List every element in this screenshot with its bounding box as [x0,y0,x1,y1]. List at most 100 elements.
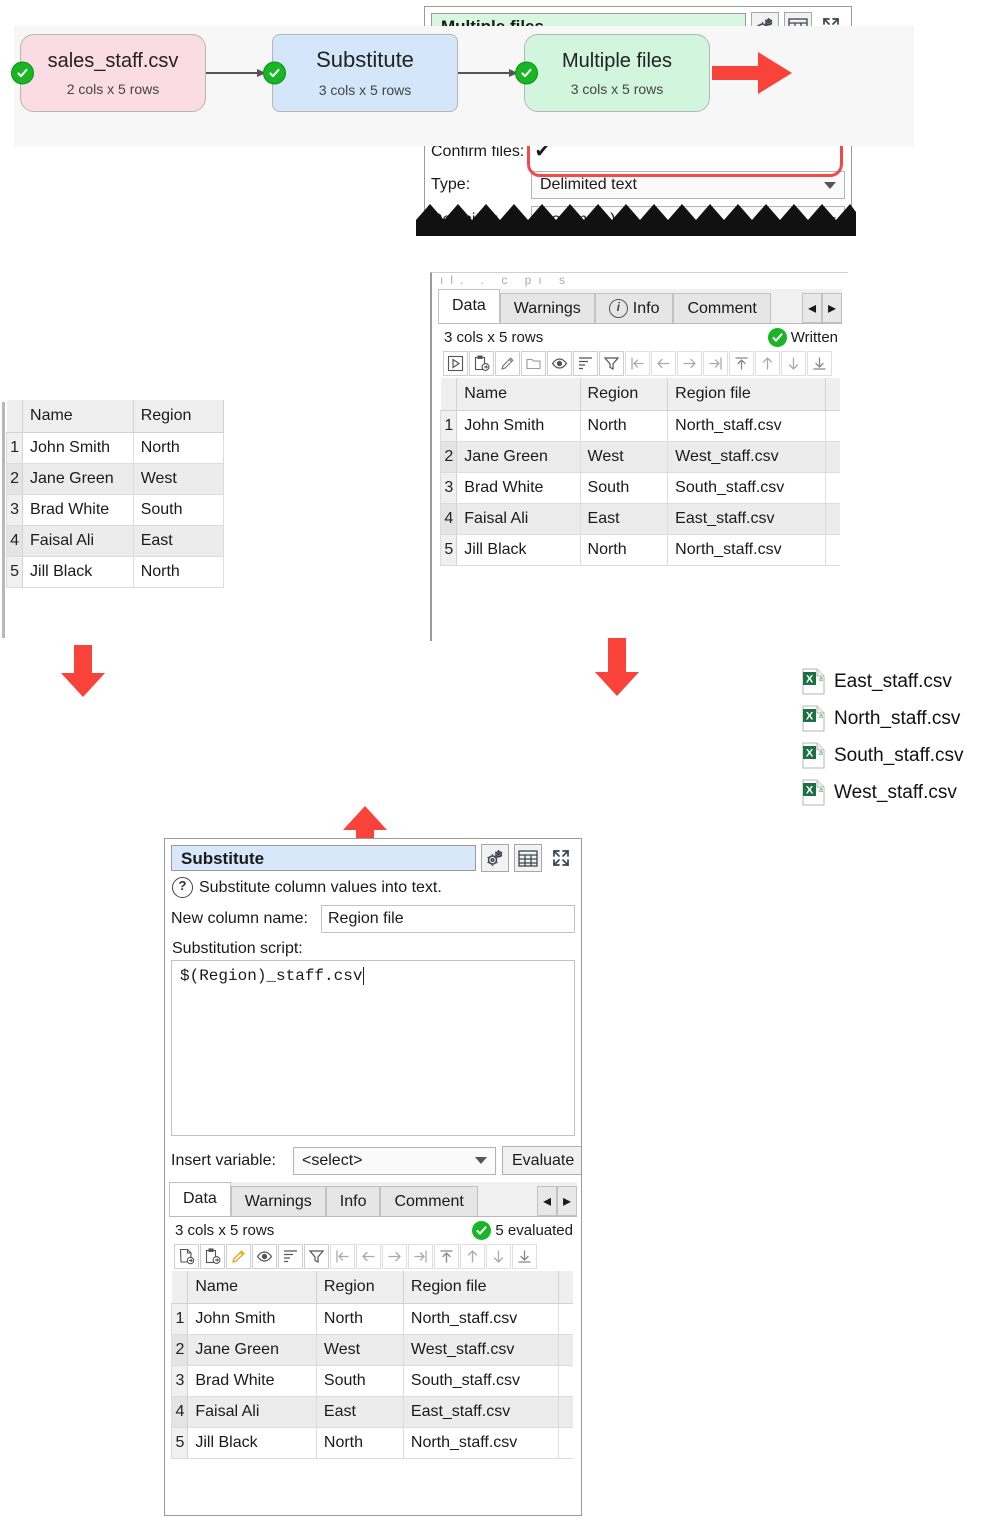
column-header-region[interactable]: Region [316,1271,404,1304]
cell-region-file[interactable]: North_staff.csv [402,1427,560,1459]
next-column-icon[interactable] [382,1244,407,1269]
cell-name[interactable]: Brad White [22,494,134,526]
insert-variable-select[interactable]: <select> [293,1146,496,1175]
last-row-icon[interactable] [512,1244,537,1269]
filter-icon[interactable] [599,351,624,376]
eye-icon[interactable] [252,1244,277,1269]
cell-region-file[interactable]: South_staff.csv [402,1365,560,1397]
next-row-icon[interactable] [781,351,806,376]
run-icon[interactable] [443,351,468,376]
column-header-name[interactable]: Name [456,378,581,411]
cell-name[interactable]: Brad White [456,472,581,504]
column-header-region[interactable]: Region [580,378,669,411]
cell-name[interactable]: John Smith [22,432,134,464]
cell-region[interactable]: North [315,1303,404,1335]
table-row[interactable]: 3 Brad White South [6,494,225,526]
cell-region[interactable]: South [315,1365,404,1397]
edit-icon[interactable] [495,351,520,376]
tab-info[interactable]: i Info [594,293,674,323]
next-row-icon[interactable] [486,1244,511,1269]
table-row[interactable]: 5 Jill Black North North_staff.csv [439,534,840,566]
tab-warnings[interactable]: Warnings [230,1186,326,1216]
eye-icon[interactable] [547,351,572,376]
table-row[interactable]: 5 Jill Black North [6,556,225,588]
table-row[interactable]: 1 John Smith North North_staff.csv [170,1303,573,1335]
sort-icon[interactable] [573,351,598,376]
table-row[interactable]: 3 Brad White South South_staff.csv [439,472,840,504]
cell-name[interactable]: Jane Green [22,463,134,495]
first-column-icon[interactable] [625,351,650,376]
flow-node-output[interactable]: Multiple files 3 cols x 5 rows [515,34,710,112]
cell-region-file[interactable]: North_staff.csv [402,1303,560,1335]
panel-title-field[interactable]: Substitute [171,845,476,871]
table-row[interactable]: 2 Jane Green West [6,463,225,495]
cell-region-file[interactable]: East_staff.csv [667,503,826,535]
cell-name[interactable]: Faisal Ali [22,525,134,557]
cell-region[interactable]: North [132,556,225,588]
tab-info[interactable]: Info [325,1186,381,1216]
new-file-icon[interactable] [174,1244,199,1269]
first-row-icon[interactable] [729,351,754,376]
cell-name[interactable]: Jane Green [456,441,581,473]
column-header-name[interactable]: Name [22,400,134,433]
cell-region-file[interactable]: South_staff.csv [667,472,826,504]
cell-name[interactable]: Jane Green [187,1334,317,1366]
tab-comment[interactable]: Comment [673,293,771,323]
cell-region-file[interactable]: North_staff.csv [667,534,826,566]
cell-region[interactable]: East [579,503,669,535]
table-row[interactable]: 2 Jane Green West West_staff.csv [170,1334,573,1366]
first-column-icon[interactable] [330,1244,355,1269]
cell-name[interactable]: Jill Black [22,556,134,588]
cell-region[interactable]: North [579,534,669,566]
previous-column-icon[interactable] [651,351,676,376]
tab-scroll-left-icon[interactable]: ◂ [537,1186,557,1216]
sort-icon[interactable] [278,1244,303,1269]
expand-icon[interactable] [817,12,845,40]
column-header-region-file[interactable]: Region file [667,378,826,411]
tab-scroll-right-icon[interactable]: ▸ [557,1186,577,1216]
cell-region-file[interactable]: West_staff.csv [667,441,826,473]
cell-region-file[interactable]: North_staff.csv [667,410,826,442]
cell-region[interactable]: West [132,463,225,495]
cell-name[interactable]: John Smith [187,1303,317,1335]
last-column-icon[interactable] [703,351,728,376]
tab-data[interactable]: Data [169,1182,231,1216]
last-row-icon[interactable] [807,351,832,376]
tab-data[interactable]: Data [438,289,500,323]
paste-to-file-icon[interactable] [200,1244,225,1269]
tab-warnings[interactable]: Warnings [499,293,595,323]
new-column-name-input[interactable]: Region file [321,905,575,933]
tab-scroll-right-icon[interactable]: ▸ [822,293,842,323]
cell-name[interactable]: Jill Black [456,534,581,566]
cell-region[interactable]: East [315,1396,404,1428]
cell-name[interactable]: Faisal Ali [456,503,581,535]
first-row-icon[interactable] [434,1244,459,1269]
last-column-icon[interactable] [408,1244,433,1269]
expand-icon[interactable] [547,844,575,872]
table-row[interactable]: 5 Jill Black North North_staff.csv [170,1427,573,1459]
cell-name[interactable]: John Smith [456,410,581,442]
edit-icon[interactable] [226,1244,251,1269]
next-column-icon[interactable] [677,351,702,376]
cell-region[interactable]: West [579,441,669,473]
cell-name[interactable]: Brad White [187,1365,317,1397]
cell-name[interactable]: Jill Black [187,1427,317,1459]
tab-comment[interactable]: Comment [380,1186,478,1216]
previous-row-icon[interactable] [460,1244,485,1269]
tab-scroll-left-icon[interactable]: ◂ [802,293,822,323]
table-row[interactable]: 1 John Smith North North_staff.csv [439,410,840,442]
cell-region[interactable]: South [132,494,225,526]
table-row[interactable]: 4 Faisal Ali East [6,525,225,557]
cell-region[interactable]: East [132,525,225,557]
paste-to-file-icon[interactable] [469,351,494,376]
filter-icon[interactable] [304,1244,329,1269]
cell-region[interactable]: South [579,472,669,504]
cell-name[interactable]: Faisal Ali [187,1396,317,1428]
flow-node-substitute[interactable]: Substitute 3 cols x 5 rows [263,34,458,112]
column-header-region-file[interactable]: Region file [403,1271,560,1304]
cell-region-file[interactable]: West_staff.csv [402,1334,560,1366]
